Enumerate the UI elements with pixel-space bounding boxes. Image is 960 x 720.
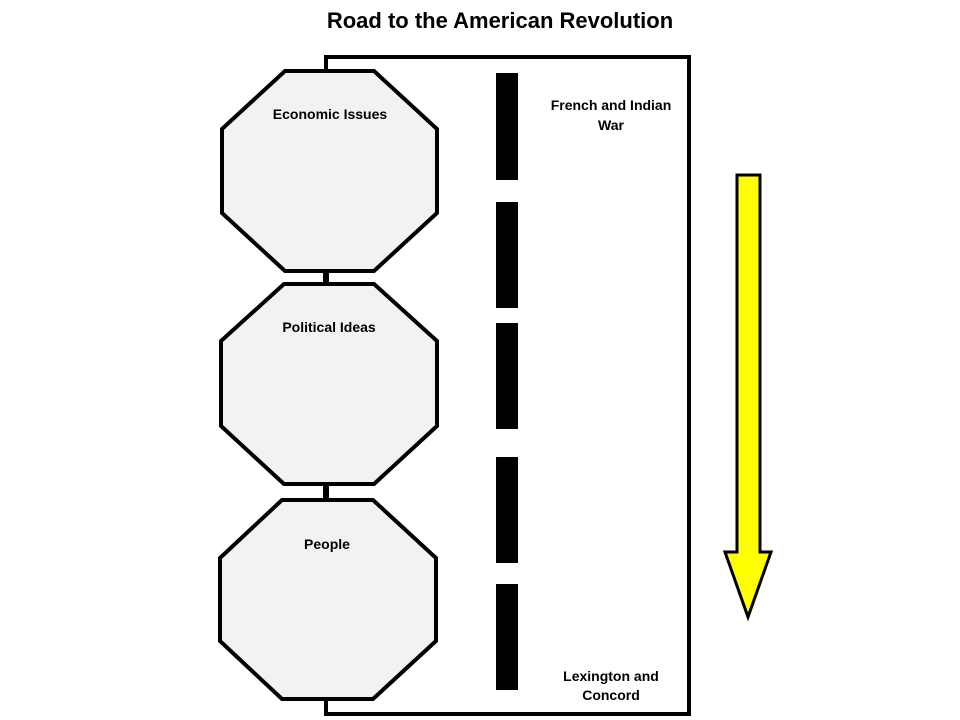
octagon-connector — [323, 271, 329, 284]
timeline-start-label-line1: French and Indian — [551, 97, 672, 113]
octagon-label: Political Ideas — [282, 319, 376, 335]
timeline-start-label-line2: War — [598, 117, 624, 133]
octagon-shape — [218, 498, 438, 701]
road-dash — [496, 73, 518, 180]
road-dash — [496, 323, 518, 429]
timeline-end-label-line2: Concord — [582, 687, 640, 703]
road-dash — [496, 584, 518, 690]
octagon-economic-issues: Economic Issues — [220, 69, 439, 273]
octagon-label: People — [304, 536, 350, 552]
down-arrow-icon — [722, 173, 774, 622]
road-dash — [496, 202, 518, 308]
octagon-shape — [219, 282, 439, 486]
road-dashes — [496, 73, 518, 690]
diagram-title: Road to the American Revolution — [327, 8, 673, 33]
timeline-end-label-line1: Lexington and — [563, 668, 659, 684]
road-dash — [496, 457, 518, 563]
octagon-shape — [220, 69, 439, 273]
octagon-connector — [323, 484, 329, 499]
octagon-people: People — [218, 498, 438, 701]
octagon-political-ideas: Political Ideas — [219, 282, 439, 486]
octagon-label: Economic Issues — [273, 106, 388, 122]
